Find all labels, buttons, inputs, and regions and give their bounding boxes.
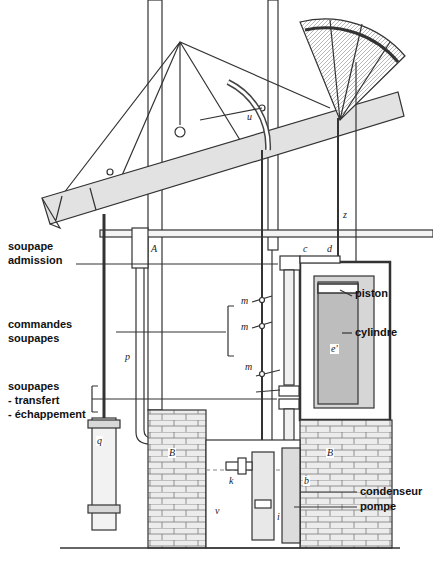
label-line: - échappement: [8, 408, 86, 422]
label-line: m: [241, 322, 248, 332]
reference-letter: p: [124, 352, 131, 362]
label-line: u: [247, 112, 252, 122]
part-label: commandes soupapes: [8, 318, 116, 346]
reference-letter: q: [96, 436, 103, 446]
reference-letter: i: [276, 512, 281, 522]
label-line: A: [151, 244, 157, 254]
label-line: c: [303, 244, 307, 254]
label-line: p: [125, 352, 130, 362]
label-line: v: [215, 506, 219, 516]
reference-letter: e': [330, 344, 339, 354]
reference-letter: m: [244, 362, 253, 372]
reference-letter: B: [326, 448, 334, 458]
reference-letter: A: [150, 244, 158, 254]
label-line: b: [304, 476, 309, 486]
label-line: i: [277, 512, 280, 522]
part-label: pompe: [360, 500, 396, 514]
label-line: commandes soupapes: [8, 318, 116, 346]
reference-letter: m: [240, 296, 249, 306]
part-label: soupape admission: [8, 240, 80, 268]
label-line: e': [331, 344, 338, 354]
label-line: B: [169, 448, 175, 458]
label-line: soupape admission: [8, 240, 80, 268]
label-line: pompe: [360, 500, 396, 514]
part-label: piston: [355, 287, 388, 301]
label-line: m: [241, 296, 248, 306]
reference-letter: c: [302, 244, 308, 254]
part-label: cylindre: [355, 326, 397, 340]
part-label: condenseur: [360, 485, 422, 499]
reference-letter: B: [168, 448, 176, 458]
label-line: m: [245, 362, 252, 372]
label-line: soupapes: [8, 380, 86, 394]
part-label: soupapes - transfert - échappement: [8, 380, 86, 421]
label-line: cylindre: [355, 326, 397, 340]
label-line: k: [229, 476, 233, 486]
reference-letter: v: [214, 506, 220, 516]
reference-letter: z: [342, 210, 348, 220]
label-line: z: [343, 210, 347, 220]
label-line: condenseur: [360, 485, 422, 499]
label-line: d: [327, 244, 332, 254]
label-line: - transfert: [8, 394, 86, 408]
label-line: q: [97, 436, 102, 446]
reference-letter: k: [228, 476, 234, 486]
reference-letter: u: [246, 112, 253, 122]
reference-letter: b: [303, 476, 310, 486]
label-line: B: [327, 448, 333, 458]
label-line: piston: [355, 287, 388, 301]
reference-letter: d: [326, 244, 333, 254]
reference-letter: m: [240, 322, 249, 332]
